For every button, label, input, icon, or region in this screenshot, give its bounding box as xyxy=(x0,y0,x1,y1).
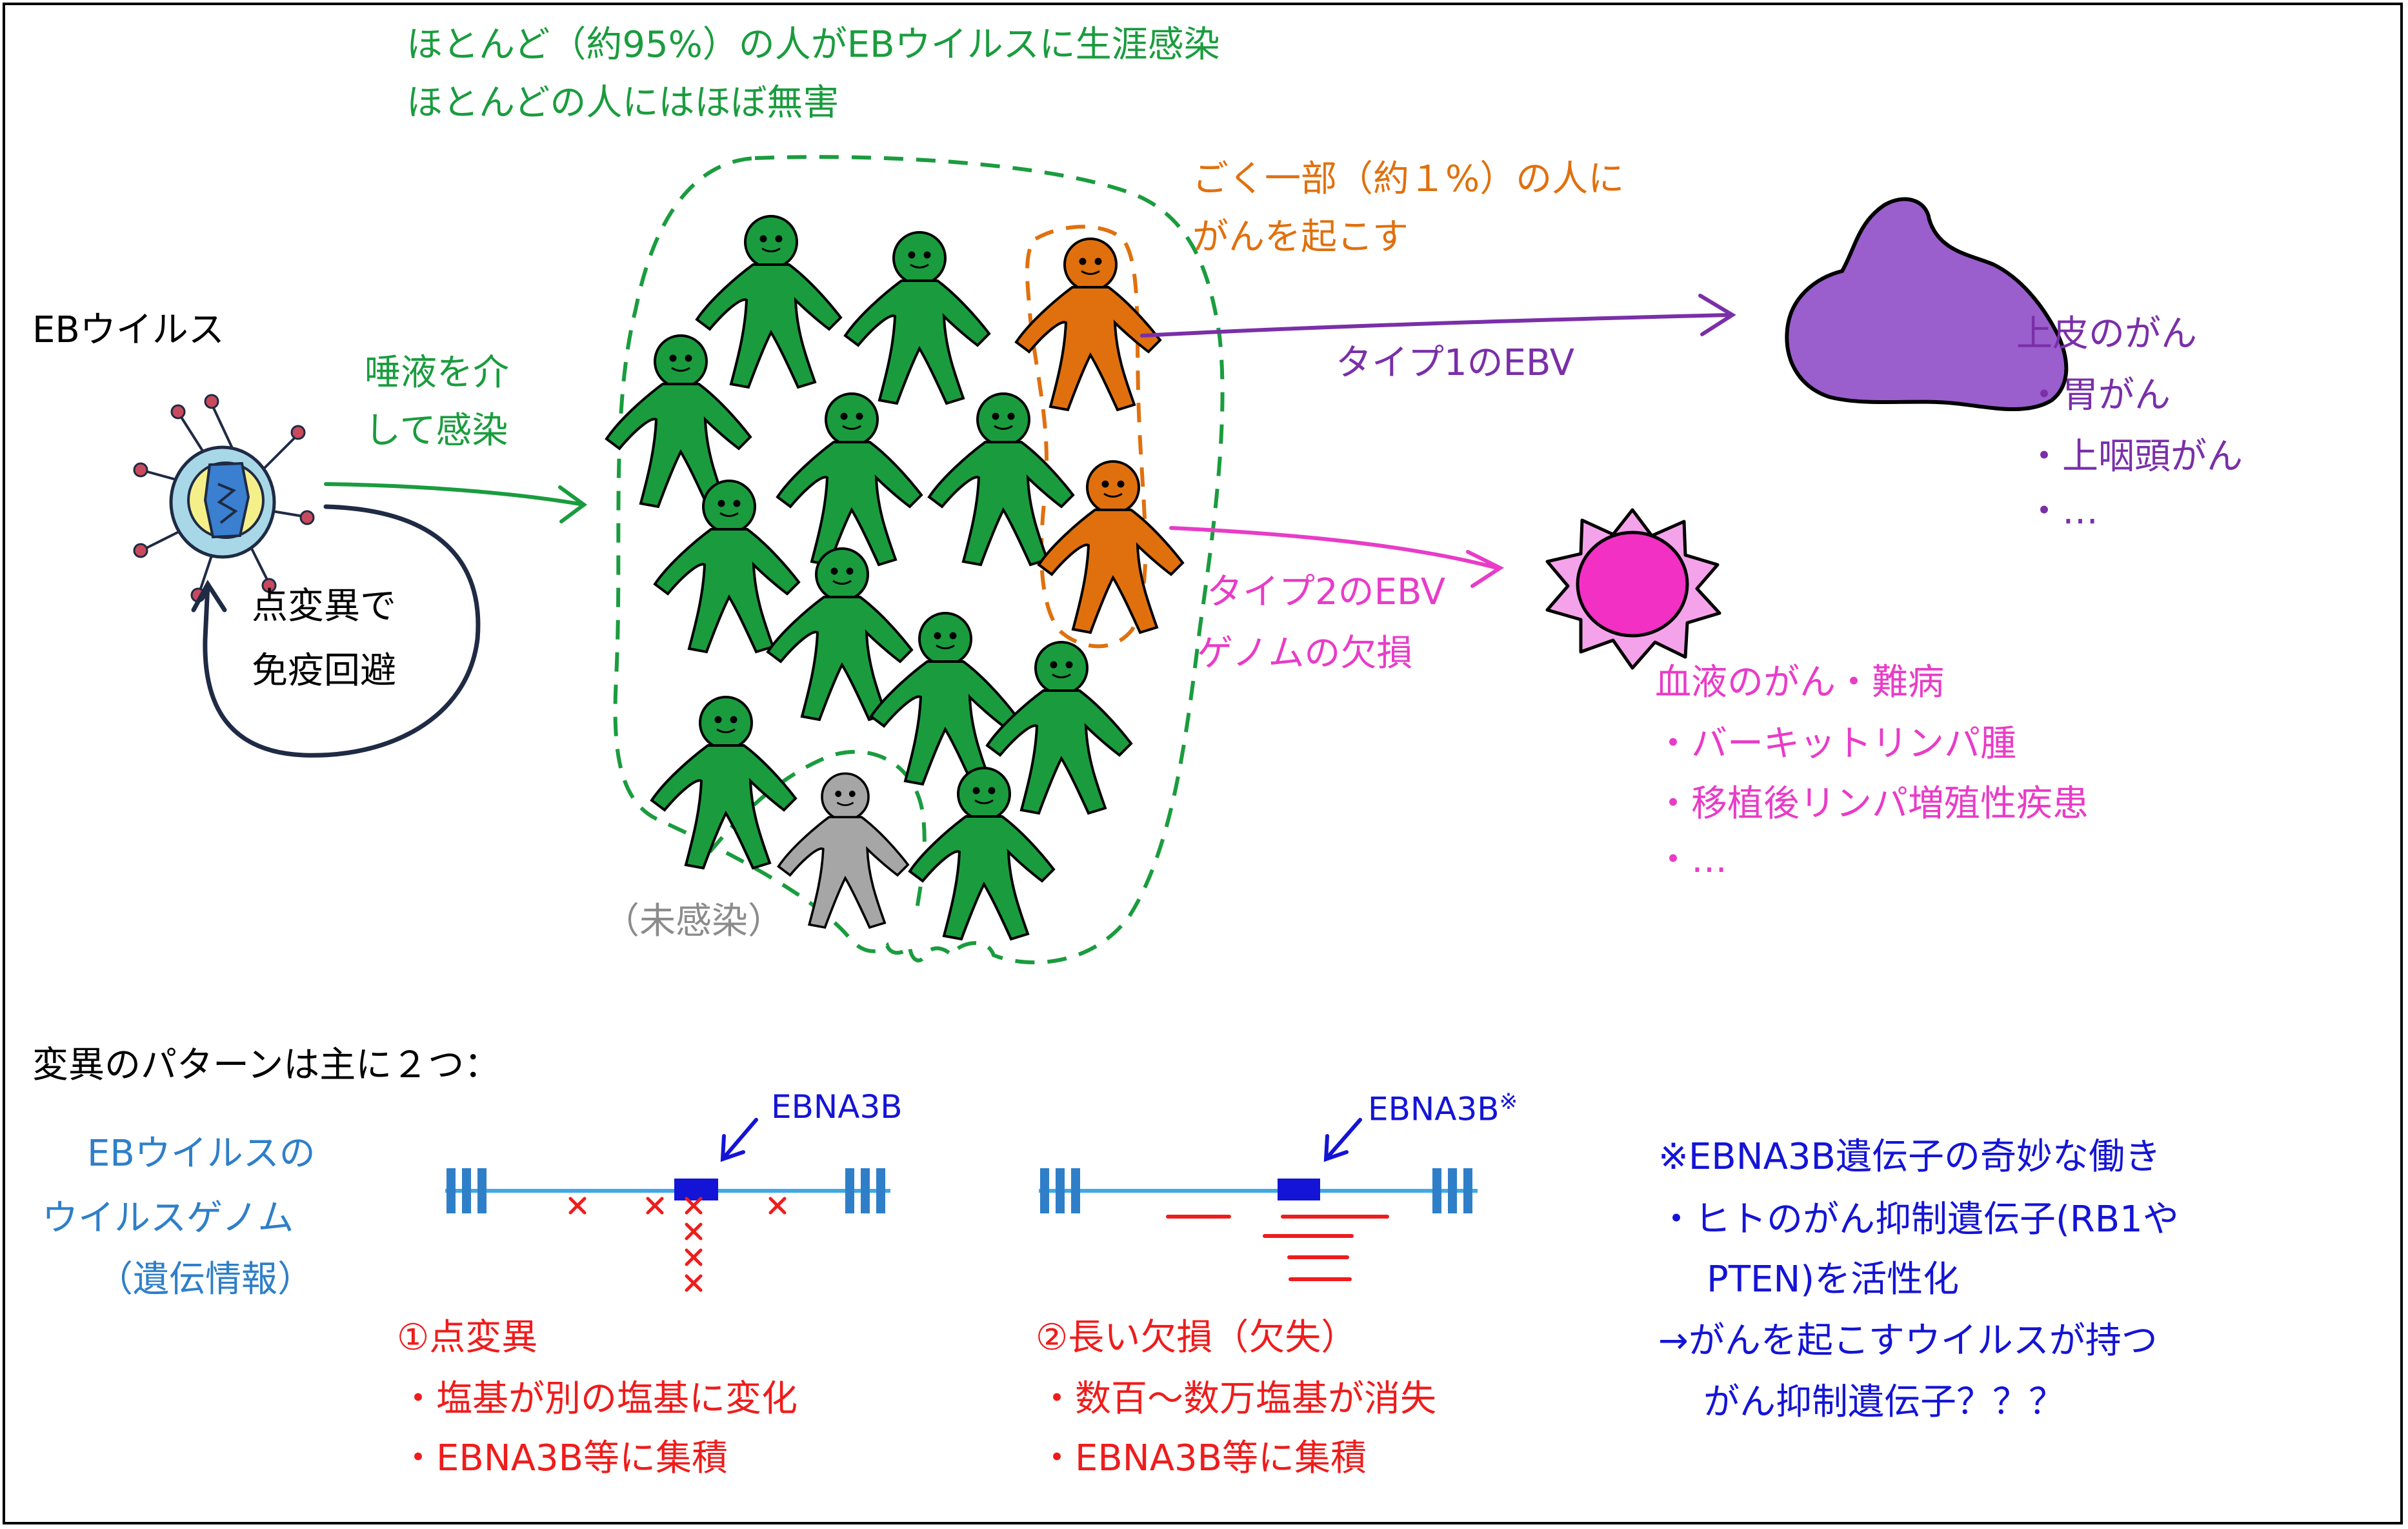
genome-diagram-deletion xyxy=(1039,1118,1478,1281)
immune-escape-line2: 免疫回避 xyxy=(252,650,396,692)
blood-item: ・移植後リンパ増殖性疾患 xyxy=(1655,783,2089,825)
cancer-minority-line2: がんを起こす xyxy=(1192,216,1409,258)
cancer-minority-line1: ごく一部（約１%）の人に xyxy=(1192,158,1625,200)
pattern2-item: ・数百～数万塩基が消失 xyxy=(1039,1378,1436,1420)
infected-caption-line1: ほとんど（約95%）の人がEBウイルスに生涯感染 xyxy=(406,24,1220,66)
pattern1-item: ・塩基が別の塩基に変化 xyxy=(400,1378,798,1420)
ebna3b-gene-block xyxy=(1278,1179,1320,1200)
blood-item: ・… xyxy=(1655,839,1727,881)
transmission-label-line1: 唾液を介 xyxy=(365,352,509,394)
person-infected xyxy=(654,480,800,653)
deletion-marks xyxy=(1166,1215,1389,1281)
pattern2-item: ・EBNA3B等に集積 xyxy=(1039,1437,1367,1479)
cancer-minority-outline xyxy=(1025,225,1148,649)
mutation-patterns-heading: 変異のパターンは主に２つ： xyxy=(32,1044,501,1086)
genome-diagram-point-mutation xyxy=(445,1118,890,1292)
ebna3b-label-1: EBNA3B xyxy=(771,1088,903,1126)
genome-label-line3: （遺伝情報） xyxy=(97,1259,314,1301)
blood-cancer-cell-icon xyxy=(1545,508,1721,670)
immune-escape-line1: 点変異で xyxy=(252,585,396,627)
infected-caption-line2: ほとんどの人にはほぼ無害 xyxy=(406,82,839,124)
epithelial-tumor-icon xyxy=(1785,197,2069,411)
transmission-arrow xyxy=(324,482,588,523)
uninfected-label: （未感染） xyxy=(603,900,784,942)
type1-label: タイプ1のEBV xyxy=(1336,342,1575,384)
transmission-label-line2: して感染 xyxy=(365,410,508,452)
point-mutation-marks xyxy=(568,1197,787,1292)
immune-escape-loop-arrow xyxy=(191,504,481,758)
pattern2-title: ②長い欠損（欠失） xyxy=(1036,1317,1358,1359)
person-infected xyxy=(650,696,797,869)
epithelial-item: ・… xyxy=(2026,491,2098,532)
type2-label-line2: ゲノムの欠損 xyxy=(1197,633,1413,674)
pattern1-title: ①点変異 xyxy=(397,1317,538,1359)
epithelial-item: ・胃がん xyxy=(2026,374,2171,416)
person-infected xyxy=(928,392,1074,566)
person-infected xyxy=(776,392,923,566)
epithelial-item: ・上咽頭がん xyxy=(2026,436,2243,478)
ebna3b-label-2: EBNA3B※ xyxy=(1368,1089,1518,1128)
person-infected xyxy=(844,231,990,405)
note-line1: ・ヒトのがん抑制遺伝子(RB1や xyxy=(1658,1199,2179,1240)
blood-title: 血液のがん・難病 xyxy=(1655,662,1944,704)
virus-icon xyxy=(133,394,315,603)
figure-frame xyxy=(3,3,2403,1524)
note-line3: →がんを起こすウイルスが持つ xyxy=(1658,1320,2158,1362)
blood-item: ・バーキットリンパ腫 xyxy=(1655,723,2016,765)
epithelial-title: 上皮のがん xyxy=(2016,313,2197,355)
pattern1-item: ・EBNA3B等に集積 xyxy=(400,1437,728,1479)
genome-label-line1: EBウイルスの xyxy=(87,1133,316,1175)
ebna3b-gene-block xyxy=(674,1179,718,1200)
infected-population-outline xyxy=(613,155,1225,965)
type2-label-line1: タイプ2のEBV xyxy=(1207,571,1446,613)
genome-label-line2: ウイルスゲノム xyxy=(42,1197,294,1239)
note-line4: がん抑制遺伝子？？？ xyxy=(1703,1381,2065,1423)
person-infected xyxy=(696,215,842,389)
type2-arrow xyxy=(1169,526,1505,588)
note-title: ※EBNA3B遺伝子の奇妙な働き xyxy=(1658,1136,2161,1178)
note-line2: PTEN)を活性化 xyxy=(1707,1259,1960,1301)
uninfected-person xyxy=(777,772,909,929)
virus-label: EBウイルス xyxy=(32,309,225,351)
type1-arrow xyxy=(1140,294,1736,338)
